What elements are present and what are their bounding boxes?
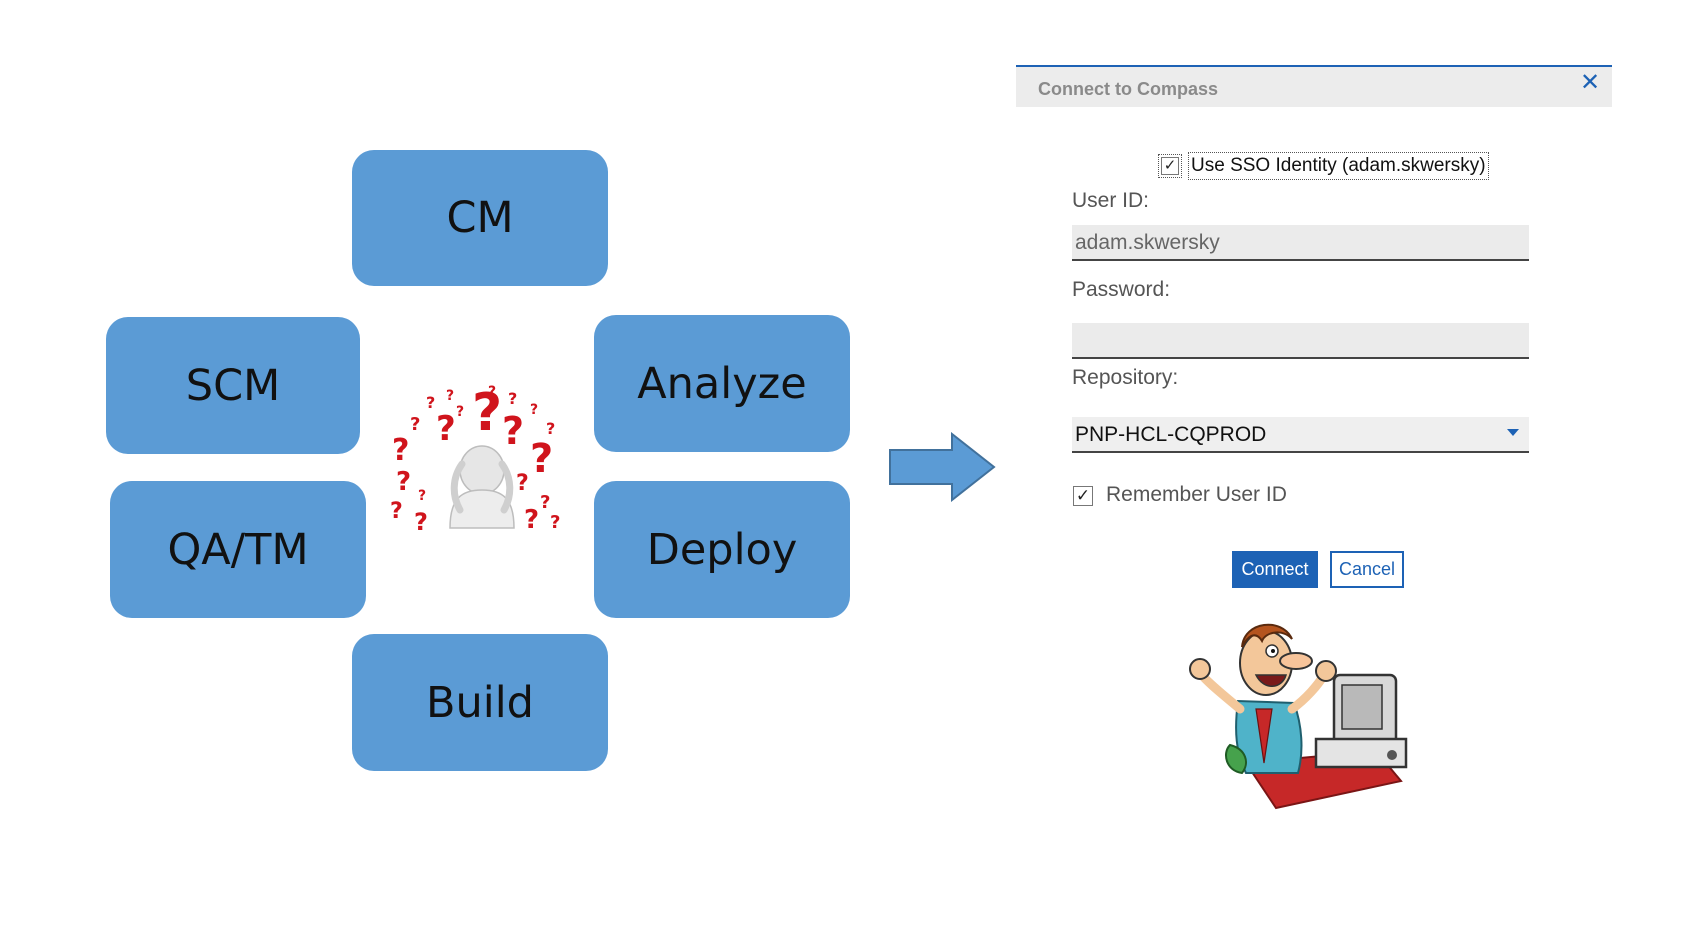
remember-checkbox[interactable]: ✓ <box>1073 486 1093 506</box>
right-arrow-icon <box>889 432 996 502</box>
password-input[interactable] <box>1072 323 1529 359</box>
svg-text:?: ? <box>488 384 496 400</box>
tile-cm: CM <box>352 150 608 286</box>
tile-cm-label: CM <box>446 193 514 243</box>
tile-qatm-label: QA/TM <box>167 524 309 575</box>
svg-text:?: ? <box>530 436 553 482</box>
dialog-header: Connect to Compass ✕ <box>1016 65 1612 107</box>
svg-text:?: ? <box>410 414 420 435</box>
connect-dialog: Connect to Compass ✕ ✓ Use SSO Identity … <box>1016 65 1612 865</box>
userid-input[interactable]: adam.skwersky <box>1072 225 1529 261</box>
tile-deploy: Deploy <box>594 481 850 618</box>
tile-deploy-label: Deploy <box>646 524 798 575</box>
svg-text:?: ? <box>390 499 403 524</box>
remember-label[interactable]: Remember User ID <box>1106 483 1287 506</box>
svg-text:?: ? <box>396 467 411 497</box>
svg-text:?: ? <box>392 433 409 468</box>
tile-scm-label: SCM <box>185 360 281 411</box>
sso-label[interactable]: Use SSO Identity (adam.skwersky) <box>1188 152 1489 180</box>
tile-analyze: Analyze <box>594 315 850 452</box>
repository-value: PNP-HCL-CQPROD <box>1075 423 1267 446</box>
tile-qatm: QA/TM <box>110 481 366 618</box>
happy-user-computer-icon <box>1189 623 1408 810</box>
svg-text:?: ? <box>508 389 517 408</box>
svg-text:?: ? <box>414 508 428 533</box>
dialog-title: Connect to Compass <box>1038 79 1219 99</box>
confused-person-icon: ? ? ? ? ? ? ? ? ? ? ? ? ? ? ? ? ? ? ? ? … <box>390 383 560 533</box>
repository-select[interactable]: PNP-HCL-CQPROD <box>1072 417 1529 453</box>
password-label: Password: <box>1072 278 1171 301</box>
svg-text:?: ? <box>546 419 555 438</box>
repository-label: Repository: <box>1072 366 1179 389</box>
svg-text:?: ? <box>472 383 502 443</box>
close-icon[interactable]: ✕ <box>1579 69 1601 96</box>
sso-checkbox[interactable]: ✓ <box>1158 154 1182 178</box>
svg-text:?: ? <box>446 388 454 404</box>
tile-scm: SCM <box>106 317 360 454</box>
cancel-button-label: Cancel <box>1338 559 1396 579</box>
checkmark-icon: ✓ <box>1161 157 1179 175</box>
svg-text:?: ? <box>524 505 539 533</box>
svg-text:?: ? <box>418 488 426 504</box>
tile-build-label: Build <box>426 677 534 728</box>
svg-text:?: ? <box>530 402 538 418</box>
svg-text:?: ? <box>426 393 435 412</box>
svg-text:?: ? <box>502 409 524 453</box>
userid-label: User ID: <box>1072 189 1150 212</box>
svg-text:?: ? <box>540 492 550 513</box>
svg-text:?: ? <box>516 471 529 496</box>
checkmark-icon: ✓ <box>1075 486 1091 505</box>
connect-button-label: Connect <box>1241 559 1309 579</box>
svg-text:?: ? <box>436 409 456 449</box>
chevron-down-icon[interactable] <box>1507 429 1519 436</box>
tile-analyze-label: Analyze <box>637 358 807 409</box>
connect-button[interactable]: Connect <box>1232 551 1318 588</box>
tile-build: Build <box>352 634 608 771</box>
userid-value: adam.skwersky <box>1075 231 1220 254</box>
svg-text:?: ? <box>550 512 560 533</box>
cancel-button[interactable]: Cancel <box>1330 551 1404 588</box>
svg-text:?: ? <box>456 404 464 420</box>
